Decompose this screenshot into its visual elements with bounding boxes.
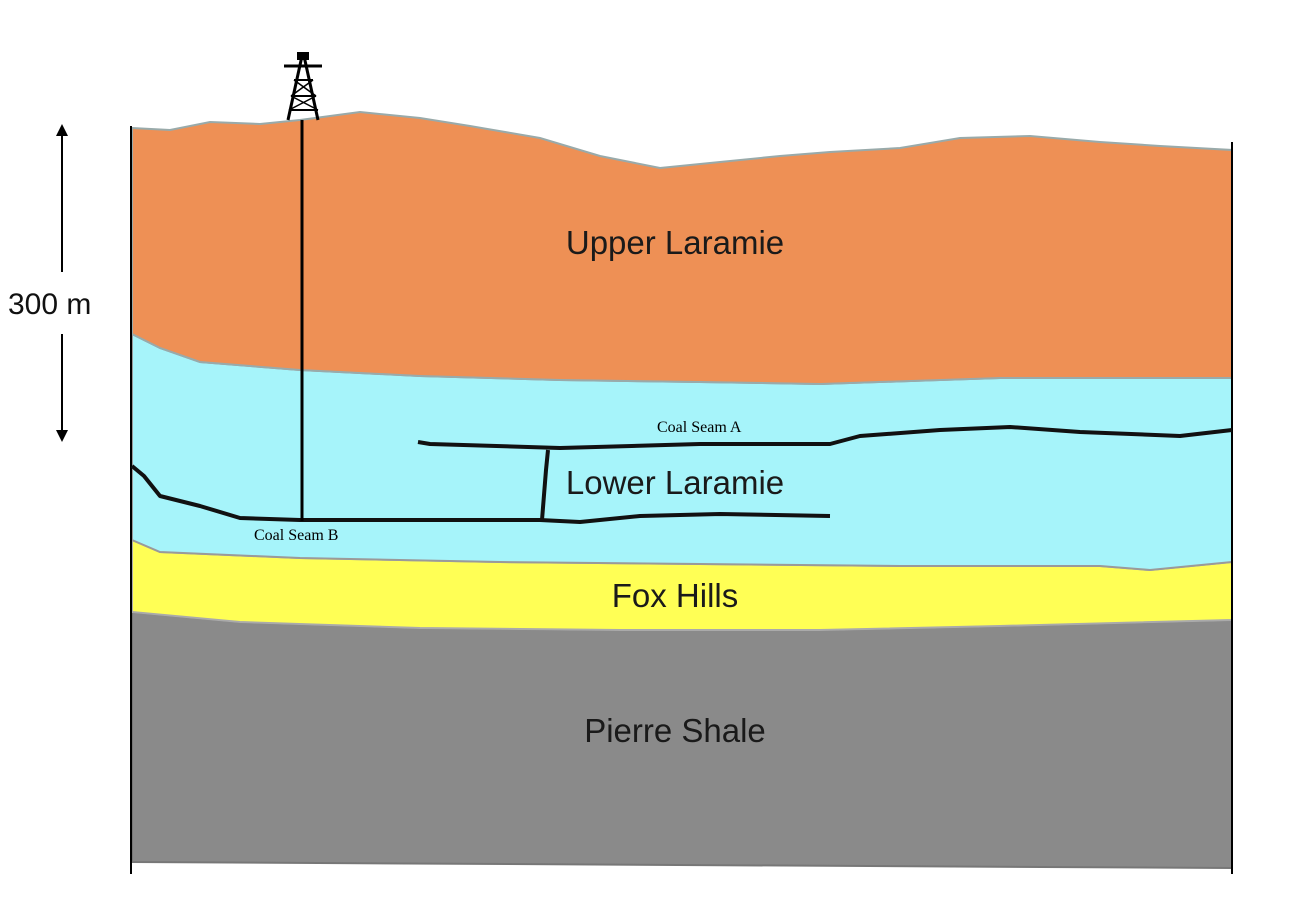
seam-connector <box>540 449 550 521</box>
label-coal-seam-b: Coal Seam B <box>254 527 338 544</box>
coal-seam-a <box>417 425 1233 450</box>
drilling-rig-icon <box>284 52 322 121</box>
arrow-down-icon <box>56 430 68 442</box>
label-fox-hills: Fox Hills <box>612 577 739 614</box>
scale-bar: 300 m <box>8 124 91 442</box>
coal-seam-b <box>130 464 831 524</box>
label-pierre-shale: Pierre Shale <box>584 712 766 749</box>
label-upper-laramie: Upper Laramie <box>566 224 784 261</box>
label-lower-laramie: Lower Laramie <box>566 464 784 501</box>
scale-label: 300 m <box>8 288 91 321</box>
label-coal-seam-a: Coal Seam A <box>657 419 742 436</box>
arrow-up-icon <box>56 124 68 136</box>
layer-upper-laramie <box>131 110 1233 386</box>
